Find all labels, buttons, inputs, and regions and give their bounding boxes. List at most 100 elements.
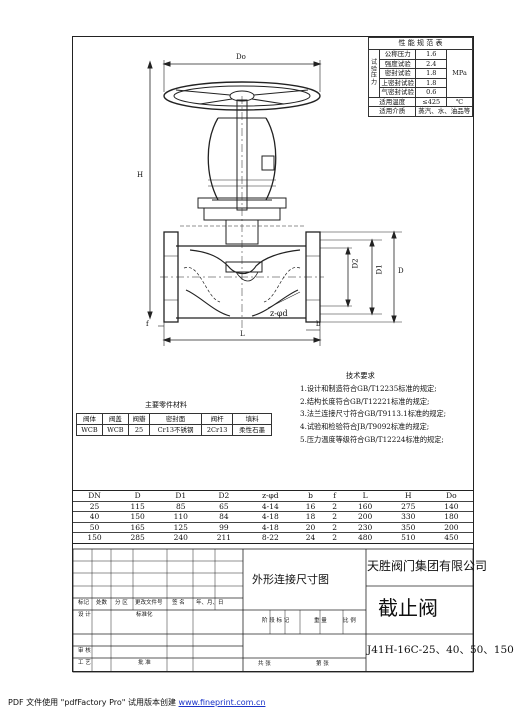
dim-header: D2 bbox=[218, 491, 230, 501]
dim-cell: 125 bbox=[159, 521, 203, 533]
dim-label-D: D bbox=[398, 267, 404, 275]
dim-label-b: b bbox=[316, 320, 321, 328]
tech-item: 1.设计和制造符合GB/T12235标准的规定; bbox=[300, 383, 437, 393]
stage-label: 阶 段 标 记 bbox=[262, 618, 290, 624]
dim-cell: 510 bbox=[386, 532, 430, 544]
weight-label: 重 量 bbox=[314, 618, 327, 624]
dim-cell: 85 bbox=[159, 500, 203, 512]
materials-value: 柔性石墨 bbox=[232, 424, 272, 436]
rev-label: 年、月、日 bbox=[196, 600, 224, 606]
dim-cell: 180 bbox=[429, 511, 473, 523]
dim-header: L bbox=[362, 491, 368, 501]
materials-table: 阀体 阀盖 阀瓣 密封面 阀杆 填料 WCB WCB 25 Cr13不锈钢 2C… bbox=[76, 413, 272, 436]
dim-cell: 4-18 bbox=[245, 511, 296, 523]
perf-title: 性 能 规 范 表 bbox=[368, 37, 473, 50]
tech-requirements: 技术要求 1.设计和制造符合GB/T12235标准的规定; 2.结构长度符合GB… bbox=[300, 370, 446, 447]
dim-cell: 25 bbox=[73, 500, 117, 512]
dim-cell: 200 bbox=[429, 521, 473, 533]
dim-cell: 330 bbox=[386, 511, 430, 523]
footer-text: PDF 文件使用 "pdfFactory Pro" 试用版本创建 bbox=[8, 698, 179, 707]
dim-label-H: H bbox=[137, 171, 144, 179]
dim-cell: 8-22 bbox=[245, 532, 296, 544]
dim-cell: 140 bbox=[429, 500, 473, 512]
tech-item: 3.法兰连接尺寸符合GB/T9113.1标准的规定; bbox=[300, 409, 447, 419]
dim-cell: 2 bbox=[325, 511, 344, 523]
tech-item: 4.试验和检验符合JB/T9092标准的规定; bbox=[300, 422, 430, 432]
materials-title: 主要零件材料 bbox=[145, 401, 187, 409]
dim-cell: 285 bbox=[116, 532, 160, 544]
dim-cell: 480 bbox=[343, 532, 387, 544]
media-label: 适用介质 bbox=[367, 106, 417, 117]
dim-header: z-φd bbox=[262, 491, 279, 501]
rev-label: 分 区 bbox=[115, 600, 128, 606]
dim-cell: 240 bbox=[159, 532, 203, 544]
review-label: 审 核 bbox=[78, 648, 91, 654]
dim-cell: 115 bbox=[116, 500, 160, 512]
drawing-title: 外形连接尺寸图 bbox=[252, 573, 329, 586]
company-name: 天胜阀门集团有限公司 bbox=[367, 559, 488, 573]
sheet-no-label: 第 张 bbox=[316, 661, 329, 667]
standardize-label: 标准化 bbox=[136, 612, 153, 618]
dim-cell: 211 bbox=[202, 532, 246, 544]
dim-label-f: f bbox=[146, 320, 149, 328]
materials-value: Cr13不锈钢 bbox=[149, 424, 202, 436]
dim-cell: 65 bbox=[202, 500, 246, 512]
rev-label: 更改文件号 bbox=[135, 600, 163, 606]
design-label: 设 计 bbox=[78, 612, 91, 618]
dim-cell: 275 bbox=[386, 500, 430, 512]
tech-item: 5.压力温度等级符合GB/T12224标准的规定; bbox=[300, 434, 444, 444]
dim-cell: 24 bbox=[295, 532, 326, 544]
rev-label: 标记 bbox=[78, 600, 90, 606]
rev-label: 签 名 bbox=[172, 600, 185, 606]
dim-cell: 16 bbox=[295, 500, 326, 512]
dim-cell: 2 bbox=[325, 500, 344, 512]
scale-label: 比 例 bbox=[343, 618, 356, 624]
dim-cell: 450 bbox=[429, 532, 473, 544]
dim-cell: 350 bbox=[386, 521, 430, 533]
handwheel bbox=[163, 81, 321, 111]
dim-cell: 4-18 bbox=[245, 521, 296, 533]
dim-header: Do bbox=[446, 491, 457, 501]
dim-label-L: L bbox=[240, 330, 245, 338]
dim-header: H bbox=[405, 491, 412, 501]
pdf-footer: PDF 文件使用 "pdfFactory Pro" 试用版本创建 www.fin… bbox=[8, 697, 265, 708]
footer-link[interactable]: www.fineprint.com.cn bbox=[178, 698, 266, 707]
materials-value: 2Cr13 bbox=[200, 424, 234, 436]
dim-label-zd: z-φd bbox=[270, 309, 288, 318]
dim-header: DN bbox=[88, 491, 101, 501]
dim-cell: 99 bbox=[202, 521, 246, 533]
approve-label: 批 准 bbox=[138, 660, 151, 666]
dim-label-Do: Do bbox=[236, 53, 246, 61]
dim-cell: 110 bbox=[159, 511, 203, 523]
dim-cell: 50 bbox=[73, 521, 117, 533]
dim-cell: 18 bbox=[295, 511, 326, 523]
perf-unit: MPa bbox=[446, 49, 473, 98]
tech-title: 技术要求 bbox=[346, 371, 375, 380]
drawing-frame bbox=[72, 36, 474, 672]
dim-header: D bbox=[134, 491, 141, 501]
dim-cell: 150 bbox=[116, 511, 160, 523]
dim-cell: 84 bbox=[202, 511, 246, 523]
rev-label: 处数 bbox=[96, 600, 108, 606]
sheets-label: 共 张 bbox=[258, 661, 271, 667]
materials-value: 25 bbox=[127, 424, 151, 436]
product-name: 截止阀 bbox=[378, 596, 438, 620]
dim-cell: 150 bbox=[73, 532, 117, 544]
dim-cell: 20 bbox=[295, 521, 326, 533]
dim-header: b bbox=[308, 491, 313, 501]
dim-cell: 200 bbox=[343, 511, 387, 523]
dim-cell: 165 bbox=[116, 521, 160, 533]
dim-cell: 160 bbox=[343, 500, 387, 512]
dim-cell: 2 bbox=[325, 521, 344, 533]
dim-cell: 4-14 bbox=[245, 500, 296, 512]
model-number: J41H-16C-25、40、50、150 bbox=[367, 644, 514, 656]
process-label: 工 艺 bbox=[78, 660, 91, 666]
